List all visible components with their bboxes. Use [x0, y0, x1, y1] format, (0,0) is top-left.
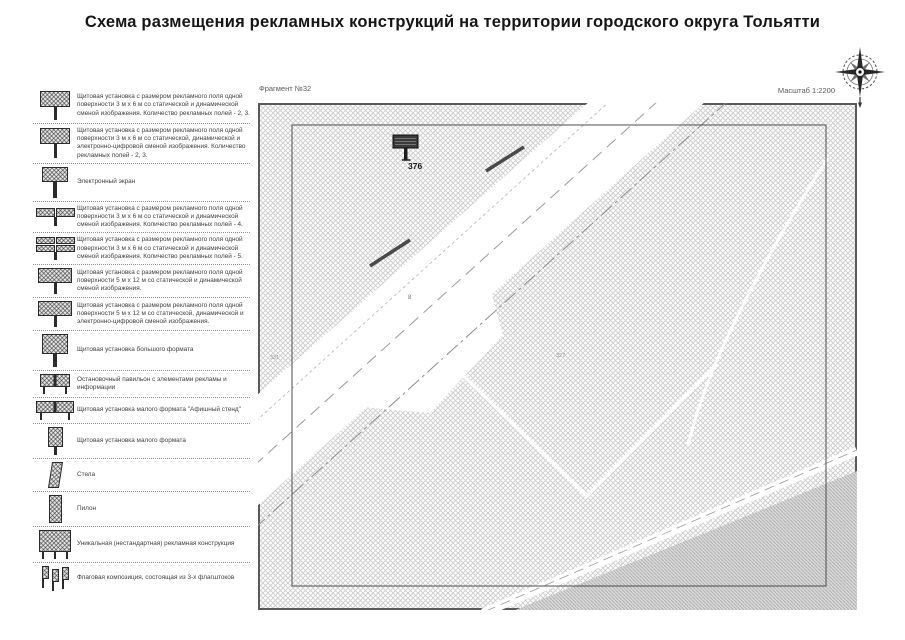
- legend-item-poster-stand: Щитовая установка малого формата "Афишны…: [33, 398, 250, 424]
- legend-label: Щитовая установка малого формата "Афишны…: [77, 406, 241, 414]
- unique-construction-icon: [33, 529, 77, 559]
- legend-label: Щитовая установка с размером рекламного …: [77, 93, 250, 117]
- legend-label: Щитовая установка малого формата: [77, 436, 186, 444]
- large-format-icon: [33, 333, 77, 367]
- map-panel: 376 8 331 327: [258, 103, 857, 610]
- legend-item-bus-shelter: Остановочный павильон с элементами рекла…: [33, 371, 250, 398]
- parcel-label-b: 331: [270, 355, 279, 361]
- legend-item-billboard-4: Щитовая установка с размером рекламного …: [33, 202, 250, 234]
- legend-item-flag-composition: Флаговая композиция, состоящая из 3-х фл…: [33, 563, 250, 594]
- legend-item-pylon: Пилон: [33, 492, 250, 527]
- legend-label: Щитовая установка большого формата: [77, 346, 194, 354]
- poster-stand-icon: [33, 400, 77, 420]
- page-title: Схема размещения рекламных конструкций н…: [84, 13, 821, 31]
- legend-label: Уникальная (нестандартная) рекламная кон…: [77, 540, 235, 548]
- stela-icon: [33, 461, 77, 488]
- marker-number: 376: [408, 161, 422, 171]
- legend-label: Щитовая установка с размером рекламного …: [77, 236, 243, 260]
- legend-label: Пилон: [77, 504, 97, 512]
- pylon-icon: [33, 494, 77, 523]
- legend: Щитовая установка с размером рекламного …: [33, 88, 250, 594]
- billboard-4-icon: [33, 208, 77, 227]
- map-canvas: 376 8 331 327: [258, 103, 857, 610]
- billboard-marker-icon: 376: [392, 134, 422, 171]
- legend-item-small-format: Щитовая установка малого формата: [33, 424, 250, 459]
- electronic-screen-icon: [33, 166, 77, 198]
- scale-label: Масштаб 1:2200: [777, 86, 835, 95]
- legend-item-unique-construction: Уникальная (нестандартная) рекламная кон…: [33, 527, 250, 563]
- legend-item-billboard-2-3-digital: Щитовая установка с размером рекламного …: [33, 124, 250, 164]
- bus-shelter-icon: [33, 373, 77, 394]
- legend-label: Щитовая установка с размером рекламного …: [77, 268, 243, 292]
- legend-item-billboard-2-3: Щитовая установка с размером рекламного …: [33, 88, 250, 124]
- legend-label: Электронный экран: [77, 178, 136, 186]
- legend-item-large-format: Щитовая установка большого формата: [33, 331, 250, 371]
- legend-label: Флаговая композиция, состоящая из 3-х фл…: [77, 574, 235, 582]
- billboard-5x12-icon: [33, 267, 77, 294]
- legend-label: Щитовая установка с размером рекламного …: [77, 127, 246, 159]
- legend-item-electronic-screen: Электронный экран: [33, 164, 250, 202]
- legend-item-billboard-5: Щитовая установка с размером рекламного …: [33, 233, 250, 265]
- map-inner-border: [291, 124, 827, 587]
- legend-item-billboard-5x12: Щитовая установка с размером рекламного …: [33, 265, 250, 298]
- parcel-label-a: 8: [408, 295, 412, 301]
- billboard-5-icon: [33, 237, 77, 261]
- billboard-5x12-digital-icon: [33, 300, 77, 327]
- fragment-label: Фрагмент №32: [259, 84, 312, 93]
- legend-item-stela: Стела: [33, 459, 250, 492]
- legend-label: Стела: [77, 470, 96, 478]
- compass-rose-icon: [832, 46, 888, 108]
- small-format-icon: [33, 426, 77, 455]
- flag-composition-icon: [33, 565, 77, 591]
- legend-label: Щитовая установка с размером рекламного …: [77, 204, 243, 229]
- legend-label: Щитовая установка с размером рекламного …: [77, 301, 244, 325]
- billboard-2-3-digital-icon: [33, 128, 77, 159]
- legend-label: Остановочный павильон с элементами рекла…: [77, 375, 227, 391]
- legend-item-billboard-5x12-digital: Щитовая установка с размером рекламного …: [33, 298, 250, 331]
- billboard-2-3-icon: [33, 91, 77, 120]
- parcel-label-c: 327: [556, 353, 565, 359]
